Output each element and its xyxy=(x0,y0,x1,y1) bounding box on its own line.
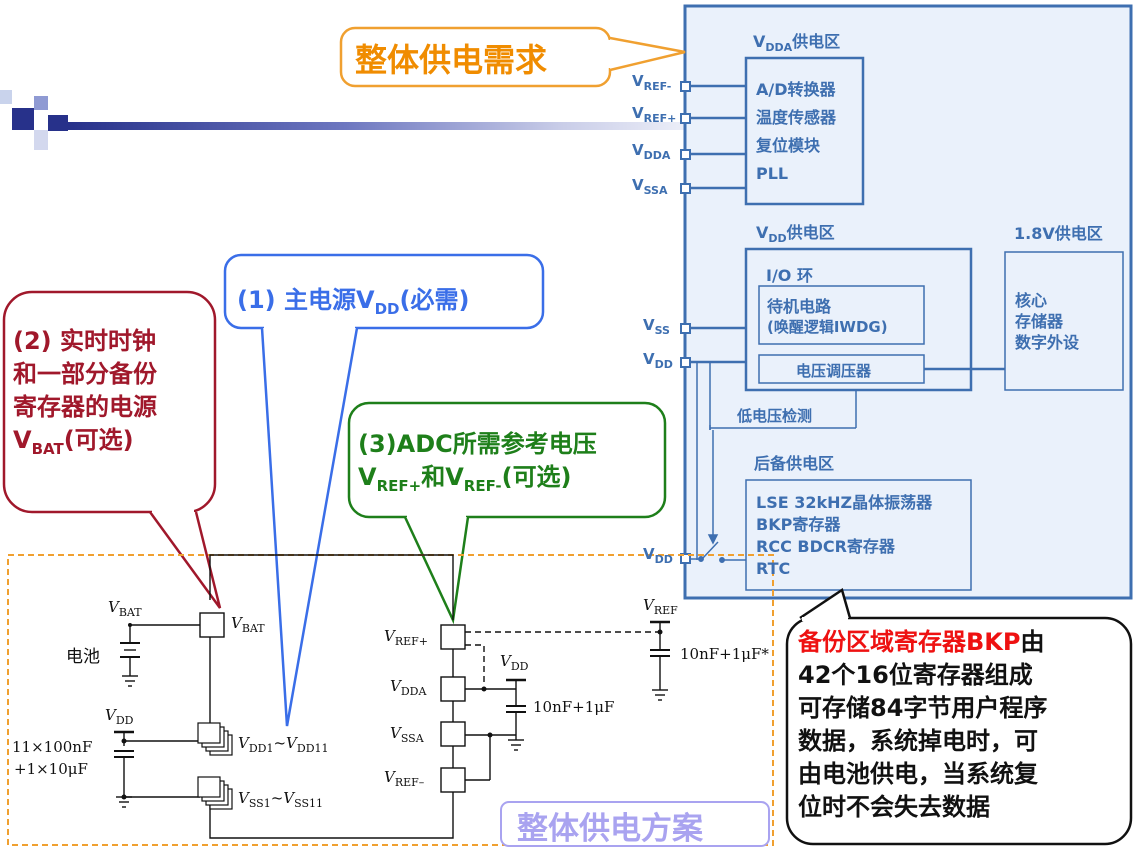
vdd-zone-title: VDD供电区 xyxy=(756,223,835,246)
rtc-power-callout: (2) 实时时钟 和一部分备份 寄存器的电源 VBAT(可选) xyxy=(13,327,157,458)
standby-label: 待机电路 xyxy=(767,297,832,316)
schem-vbat-top: VBAT xyxy=(108,598,142,619)
standby-sub-label: (唤醒逻辑IWDG) xyxy=(767,318,888,336)
bkp-note: 备份区域寄存器BKP由 42个16位寄存器组成 可存储84字节用户程序 数据，系… xyxy=(798,628,1048,821)
vdda-zone-items: A/D转换器 温度传感器 复位模块 PLL xyxy=(756,80,837,183)
schem-cap-mid: 10nF+1μF xyxy=(533,698,615,716)
schem-vssa: VSSA xyxy=(390,724,424,745)
schem-cap-right: 10nF+1μF* xyxy=(680,645,769,663)
schem-battery-label: 电池 xyxy=(66,647,100,667)
pin-vdd: VDD xyxy=(643,350,673,371)
adc-ref-callout: (3)ADC所需参考电压 VREF+和VREF-(可选) xyxy=(358,430,597,495)
slide-header-decoration xyxy=(0,0,685,200)
core-zone-box xyxy=(1004,251,1124,391)
schem-vbat-pin: VBAT xyxy=(231,614,265,635)
backup-zone-box xyxy=(745,479,972,591)
pin-vdda: VDDA xyxy=(632,141,671,162)
schem-vref-top: VREF xyxy=(643,596,678,617)
schem-decoupling-1: 11×100nF xyxy=(12,738,93,756)
main-power-callout: (1) 主电源VDD(必需) xyxy=(237,286,470,318)
schem-vss-pins: VSS1~VSS11 xyxy=(238,789,324,810)
pin-vssa: VSSA xyxy=(632,176,668,197)
regulator-label: 电压调压器 xyxy=(796,362,872,380)
overall-scheme-label: 整体供电方案 xyxy=(517,811,703,847)
vdda-zone-box xyxy=(744,56,865,206)
io-ring-label: I/O 环 xyxy=(766,266,813,285)
pin-vref-minus: VREF- xyxy=(632,72,672,93)
schem-vref-plus: VREF+ xyxy=(384,627,429,648)
backup-zone-title: 后备供电区 xyxy=(754,454,835,473)
schem-decoupling-2: +1×10μF xyxy=(14,760,88,778)
schem-vdd-pins: VDD1~VDD11 xyxy=(238,734,329,755)
vdd-zone-box xyxy=(744,247,973,392)
core-zone-title: 1.8V供电区 xyxy=(1014,224,1103,243)
schem-vdd-right: VDD xyxy=(500,652,529,673)
schem-vref-minus: VREF– xyxy=(384,768,425,789)
vdda-zone-title: VDDA供电区 xyxy=(753,32,841,55)
schem-vdd-left: VDD xyxy=(105,706,134,727)
pin-vref-plus: VREF+ xyxy=(632,104,677,125)
low-voltage-detect-label: 低电压检测 xyxy=(737,407,813,425)
core-zone-items: 核心 存储器 数字外设 xyxy=(1015,291,1080,352)
pin-vdd-backup: VDD xyxy=(643,545,673,566)
overall-demand-label: 整体供电需求 xyxy=(355,41,548,79)
schem-vdda: VDDA xyxy=(390,677,427,698)
backup-zone-items: LSE 32kHZ晶体振荡器 BKP寄存器 RCC BDCR寄存器 RTC xyxy=(756,493,933,578)
pin-vss: VSS xyxy=(643,316,670,337)
standby-box xyxy=(758,285,925,345)
